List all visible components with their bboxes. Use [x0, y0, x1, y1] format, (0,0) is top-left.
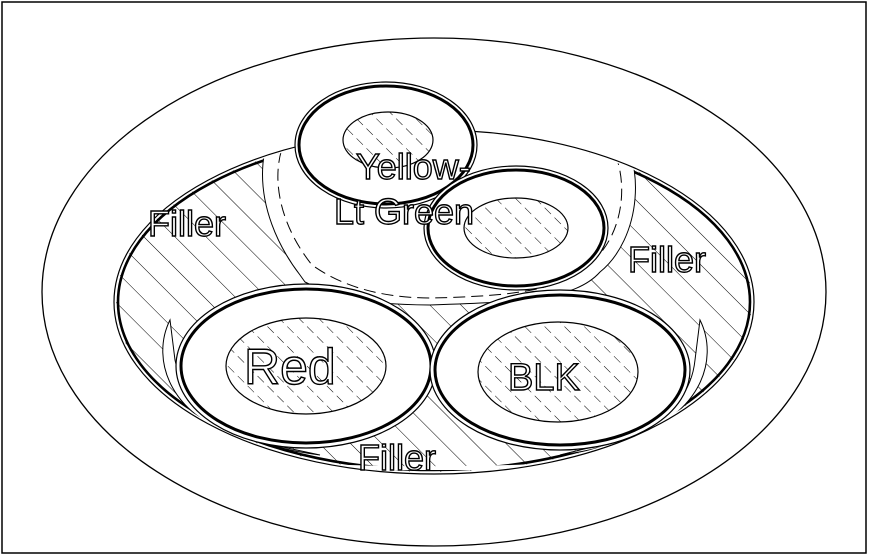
filler-label-right: Filler — [628, 239, 706, 280]
filler-label-bottom: Filler — [358, 437, 436, 478]
blk-conductor-label: BLK — [508, 357, 580, 399]
conductor-yellow-green-1 — [294, 81, 478, 209]
yellow-green-label-line1: Yellow- — [356, 146, 471, 187]
red-conductor-label: Red — [244, 339, 336, 395]
conductor-yellow-green-2 — [423, 165, 609, 291]
filler-label-left: Filler — [148, 203, 226, 244]
yellow-green-label-line2: Lt Green — [334, 191, 474, 232]
conductor-red — [175, 283, 437, 449]
conductor-blk — [429, 289, 691, 451]
